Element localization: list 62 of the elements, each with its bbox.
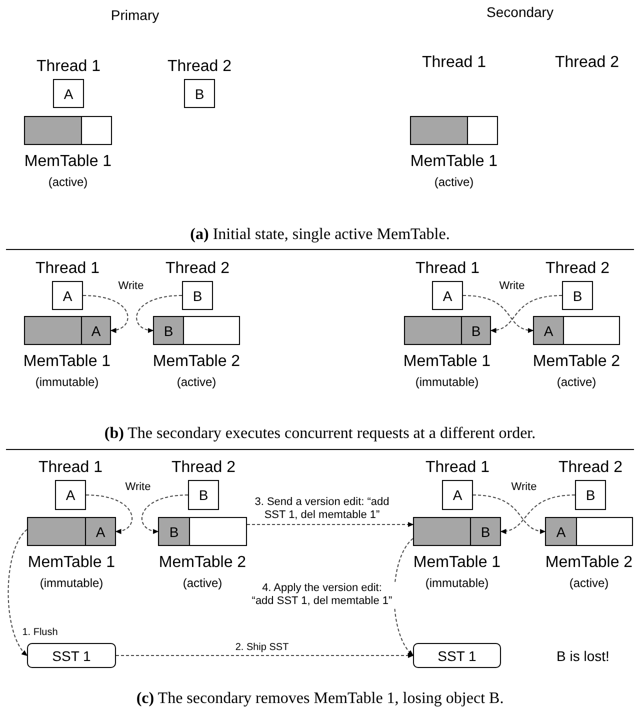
memtable-state: (active) xyxy=(556,375,596,389)
status-note: B is lost! xyxy=(556,648,610,664)
thread-label: Thread 2 xyxy=(167,58,232,76)
dashed-arrow xyxy=(82,295,128,332)
arrow-label: 2. Ship SST xyxy=(233,641,291,654)
sst-file-box: SST 1 xyxy=(413,643,501,668)
dashed-arrow xyxy=(462,295,534,333)
thread-label: Thread 2 xyxy=(554,54,620,72)
memtable-state: (immutable) xyxy=(415,375,479,389)
memtable-name: MemTable 1 xyxy=(28,554,116,572)
thread-label: Thread 1 xyxy=(422,54,486,72)
memtable-state: (immutable) xyxy=(35,375,99,389)
memtable-entry: B xyxy=(153,316,184,345)
thread-label: Thread 2 xyxy=(165,260,230,278)
dashed-arrow xyxy=(116,652,414,658)
memtable-entry: A xyxy=(81,316,111,345)
memtable-state: (active) xyxy=(176,375,216,389)
thread-label: Thread 1 xyxy=(425,459,490,477)
thread-label: Thread 1 xyxy=(38,459,103,477)
figure-caption: (b) The secondary executes concurrent requests at a different order. xyxy=(104,425,536,443)
memtable-state: (immutable) xyxy=(40,576,104,590)
thread-label: Thread 2 xyxy=(171,459,236,477)
memtable-name: MemTable 2 xyxy=(158,554,246,572)
dashed-arrow xyxy=(490,295,562,333)
memtable-state: (active) xyxy=(569,576,609,590)
write-label: Write xyxy=(499,280,525,292)
write-label: Write xyxy=(118,280,144,292)
figure-caption: (c) The secondary removes MemTable 1, losing object B. xyxy=(136,690,504,708)
thread-label: Thread 1 xyxy=(36,58,101,76)
dashed-arrow xyxy=(246,522,414,528)
dashed-arrow xyxy=(472,494,546,534)
thread-label: Thread 1 xyxy=(35,260,100,278)
memtable-name: MemTable 2 xyxy=(152,353,240,371)
figure-caption: (a) Initial state, single active MemTable. xyxy=(190,226,450,244)
memtable-state: (active) xyxy=(434,175,474,189)
thread-label: Thread 2 xyxy=(558,459,623,477)
memtable-name: MemTable 1 xyxy=(410,153,498,171)
memtable-state: (active) xyxy=(182,576,222,590)
memtable-entry: B xyxy=(461,316,491,345)
memtable-entry: B xyxy=(158,517,190,546)
memtable-entry: A xyxy=(545,517,577,546)
panel-heading: Primary xyxy=(110,7,160,23)
dashed-arrow xyxy=(500,494,576,534)
dashed-arrow xyxy=(8,529,28,656)
memtable-name: MemTable 1 xyxy=(23,353,111,371)
memtable-state: (immutable) xyxy=(425,576,489,590)
memtable-name: MemTable 2 xyxy=(532,353,620,371)
write-label: Write xyxy=(511,481,537,493)
dashed-arrow xyxy=(86,494,133,534)
panel-heading: Secondary xyxy=(486,4,554,20)
memtable-name: MemTable 1 xyxy=(413,554,501,572)
thread-label: Thread 2 xyxy=(545,260,610,278)
memtable-name: MemTable 1 xyxy=(24,153,112,171)
thread-label: Thread 1 xyxy=(415,260,480,278)
memtable-name: MemTable 1 xyxy=(403,353,491,371)
memtable-name: MemTable 2 xyxy=(545,554,633,572)
memtable-entry: A xyxy=(533,316,564,345)
dashed-arrow xyxy=(141,494,188,534)
memtable-state: (active) xyxy=(48,175,88,189)
sst-file-box: SST 1 xyxy=(27,643,116,668)
write-label: Write xyxy=(125,481,151,493)
dashed-arrow xyxy=(136,295,182,332)
